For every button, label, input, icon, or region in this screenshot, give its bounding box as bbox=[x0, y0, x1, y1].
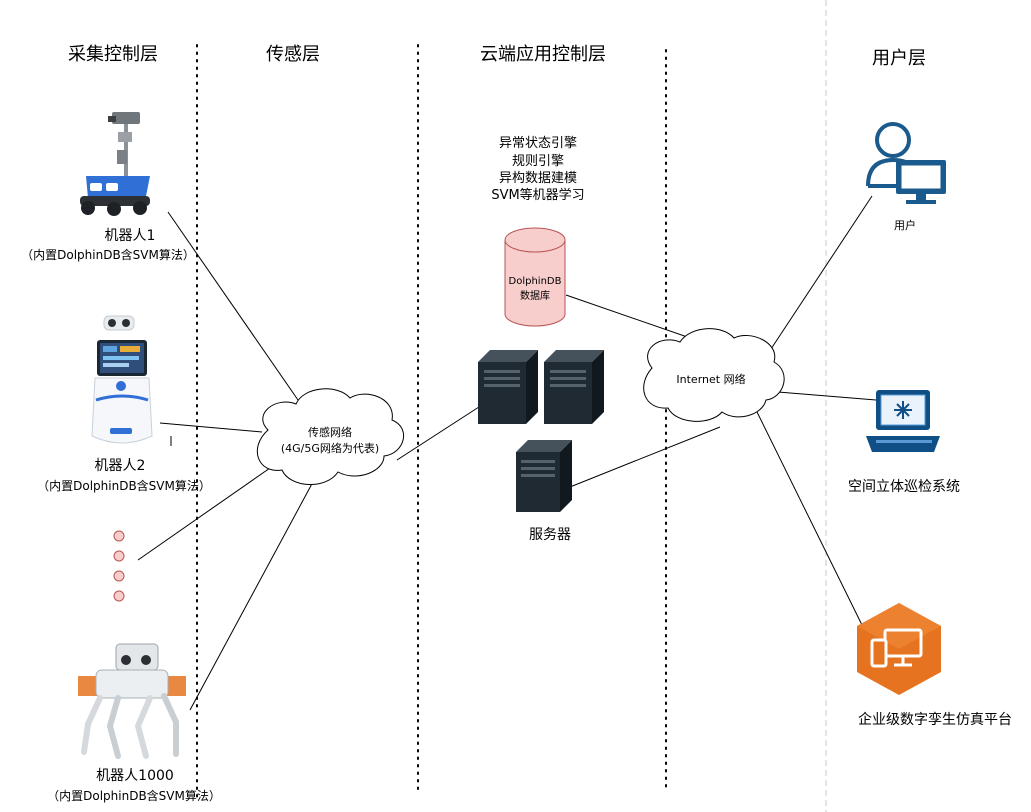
more-robots-dot bbox=[113, 590, 125, 602]
layer-title-sensing: 传感层 bbox=[266, 44, 320, 65]
inspection-system-label: 空间立体巡检系统 bbox=[848, 479, 960, 495]
sensing-network-cloud bbox=[256, 388, 404, 485]
inspection-robot-icon bbox=[80, 112, 150, 216]
robot-2-name: 机器人2 bbox=[94, 458, 146, 474]
router-terminal-icon bbox=[866, 390, 940, 452]
layer-title-cloud: 云端应用控制层 bbox=[480, 44, 606, 65]
link-sensing-servers bbox=[396, 404, 483, 461]
sensing-network-label: 传感网络 bbox=[308, 426, 352, 439]
user-workstation-icon bbox=[866, 122, 946, 204]
layer-title-collect: 采集控制层 bbox=[68, 44, 158, 65]
robot-2-note: （内置DolphinDB含SVM算法） bbox=[37, 479, 211, 493]
user-label: 用户 bbox=[894, 219, 916, 232]
service-robot-icon bbox=[91, 315, 153, 444]
link-robot1-sensing bbox=[167, 211, 299, 401]
more-robots-dot bbox=[113, 550, 125, 562]
more-robots-dot bbox=[113, 530, 125, 542]
more-robots-dot bbox=[113, 570, 125, 582]
dolphindb-database-icon bbox=[504, 227, 566, 327]
robot-1-note: （内置DolphinDB含SVM算法） bbox=[21, 248, 195, 262]
cloud-rule-item: 异常状态引擎 bbox=[498, 136, 577, 151]
link-internet-user bbox=[768, 195, 873, 353]
more-robots-dots bbox=[113, 530, 125, 602]
server-tower-icon bbox=[516, 440, 572, 512]
link-robot2-sensing bbox=[159, 422, 263, 433]
robot-1000-note: （内置DolphinDB含SVM算法） bbox=[47, 789, 221, 803]
cloud-rule-item: SVM等机器学习 bbox=[491, 188, 585, 203]
internet-label: Internet 网络 bbox=[676, 373, 746, 386]
link-more-robots-sensing bbox=[137, 467, 271, 561]
server-tower-icon bbox=[544, 350, 604, 424]
sensing-network-sublabel: (4G/5G网络为代表) bbox=[280, 442, 380, 455]
link-robot1000-sensing bbox=[189, 479, 315, 711]
internet-cloud bbox=[643, 328, 785, 422]
digital-twin-icon bbox=[857, 603, 941, 695]
layer-title-user: 用户层 bbox=[872, 48, 926, 69]
layer-separators bbox=[196, 44, 667, 801]
servers-label: 服务器 bbox=[529, 527, 571, 543]
robot-dog-icon bbox=[78, 643, 186, 759]
link-database-internet bbox=[565, 294, 697, 341]
server-tower-icon bbox=[478, 350, 538, 424]
link-servers-internet bbox=[569, 426, 721, 488]
robot-1000-name: 机器人1000 bbox=[96, 768, 174, 784]
database-label: DolphinDB bbox=[508, 276, 562, 287]
link-internet-inspection bbox=[777, 391, 877, 401]
database-sublabel: 数据库 bbox=[520, 291, 550, 302]
robot-1-name: 机器人1 bbox=[104, 228, 156, 244]
connectors bbox=[137, 195, 877, 711]
cloud-rule-item: 规则引擎 bbox=[511, 154, 564, 169]
cloud-rule-item: 异构数据建模 bbox=[498, 171, 577, 186]
link-internet-twin bbox=[756, 411, 863, 626]
digital-twin-label: 企业级数字孪生仿真平台 bbox=[858, 712, 1012, 728]
